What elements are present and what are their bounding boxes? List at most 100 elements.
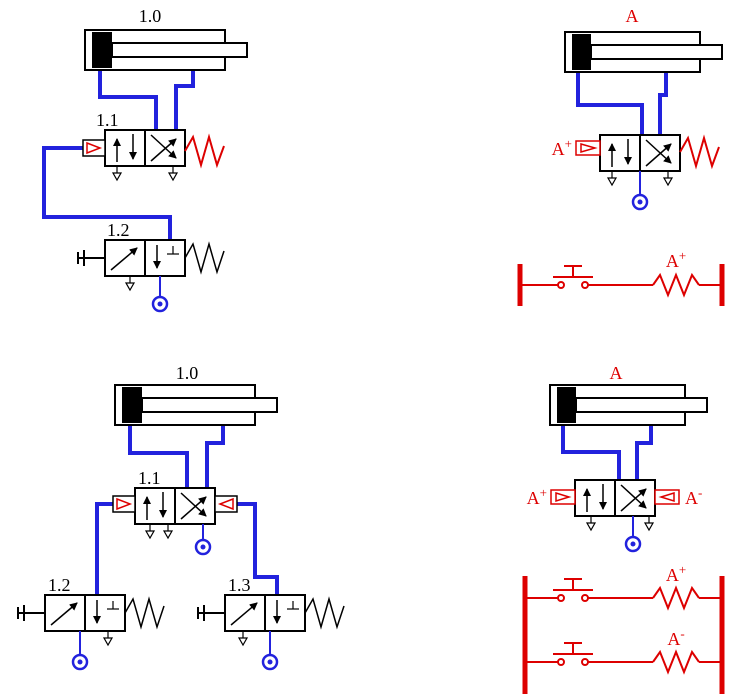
- flow-arrow: [180, 492, 207, 517]
- flow-arrow: [150, 138, 177, 162]
- solenoid-triangle-icon: [555, 491, 572, 503]
- flow-arrow: [645, 139, 672, 164]
- pneumatic-circuit-1: 1.0 1.1 1.2: [42, 6, 248, 313]
- solenoid-label-base: A: [527, 488, 540, 508]
- flow-arrow: [645, 143, 672, 167]
- flow-arrow: [150, 134, 177, 159]
- solenoid-label-base: A: [685, 488, 698, 508]
- cylinder-piston: [122, 387, 142, 423]
- exhaust-triangle-icon: [237, 637, 249, 647]
- solenoid-label-sup: +: [565, 136, 572, 151]
- piston-rod: [590, 44, 723, 60]
- exhaust-triangle-icon: [606, 177, 618, 187]
- valve-box-right: [144, 239, 186, 277]
- flow-arrow: [180, 496, 207, 520]
- tube-cylinder-right: [635, 425, 653, 480]
- flow-arrow: [110, 247, 138, 271]
- exhaust-triangle-icon: [585, 522, 597, 532]
- rung-a-minus: A-: [525, 626, 722, 675]
- exhaust-triangle-icon: [167, 172, 179, 182]
- piston-rod: [575, 397, 708, 413]
- cylinder-label: A: [610, 363, 623, 383]
- cylinder-piston: [92, 32, 112, 68]
- electro-pneumatic-circuit-2: A A+ A- A+: [522, 363, 725, 694]
- cylinder: [114, 384, 278, 426]
- pilot-triangle-icon: [116, 497, 133, 511]
- cylinder-label: 1.0: [139, 6, 162, 26]
- contact-terminal: [581, 594, 589, 602]
- double-solenoid-valve: [550, 479, 680, 553]
- return-spring: [124, 596, 165, 630]
- ladder-diagram: A+ A-: [522, 562, 725, 694]
- cylinder-piston: [557, 387, 576, 423]
- tube-cylinder-right: [174, 70, 195, 130]
- pressure-source-dot: [637, 199, 643, 205]
- tube-cylinder-right: [658, 72, 668, 135]
- solenoid-valve: [575, 134, 720, 211]
- pressure-source-dot: [267, 659, 273, 665]
- signal-tube: [42, 146, 172, 240]
- tube-cylinder-left: [561, 425, 621, 480]
- exhaust-triangle-icon: [124, 282, 136, 292]
- ladder-diagram: A+: [517, 248, 725, 306]
- coil-label: A+: [666, 562, 686, 585]
- valve-label: 1.3: [228, 575, 251, 595]
- coil-label: A-: [667, 626, 684, 649]
- flow-arrow: [620, 488, 647, 512]
- piston-rod: [111, 42, 248, 58]
- tube-cylinder-left: [98, 70, 158, 130]
- solenoid-triangle-icon: [658, 491, 675, 503]
- pressure-source-dot: [157, 301, 163, 307]
- tube-cylinder-left: [128, 425, 189, 488]
- valve-label: 1.2: [48, 575, 71, 595]
- valve-box-left: [599, 134, 641, 172]
- solenoid-label-sup: -: [698, 485, 702, 500]
- coil-label-sup: +: [679, 562, 686, 577]
- cylinder: [564, 31, 723, 73]
- pushbutton-valve-left: [17, 594, 165, 671]
- pressure-source-dot: [630, 541, 636, 547]
- contact-terminal: [557, 594, 565, 602]
- solenoid-label-base: A: [552, 139, 565, 159]
- valve-box-right: [264, 594, 306, 632]
- solenoid-coil: [652, 585, 700, 611]
- coil-label-base: A: [666, 565, 679, 585]
- contact-terminal: [557, 281, 565, 289]
- exhaust-triangle-icon: [162, 530, 174, 540]
- cylinder: [84, 29, 248, 71]
- coil-label-base: A: [667, 629, 680, 649]
- valve-box-left: [134, 487, 176, 525]
- tube-cylinder-right: [205, 425, 225, 488]
- pushbutton-valve: [77, 239, 225, 313]
- valve-box-right: [84, 594, 126, 632]
- return-spring: [304, 596, 345, 630]
- signal-tube-right: [237, 502, 279, 595]
- coil-label-base: A: [666, 251, 679, 271]
- coil-label: A+: [666, 248, 686, 271]
- electro-pneumatic-circuit-1: A A+ A+: [517, 6, 725, 306]
- solenoid-label: A+: [552, 136, 572, 159]
- valve-box-left: [574, 479, 616, 517]
- exhaust-triangle-icon: [643, 522, 655, 532]
- solenoid-label-plus: A+: [527, 485, 547, 508]
- cylinder-piston: [572, 34, 591, 70]
- valve-label: 1.1: [96, 110, 119, 130]
- valve-label: 1.1: [138, 468, 161, 488]
- pilot-triangle-icon: [86, 141, 103, 155]
- piston-rod: [141, 397, 278, 413]
- solenoid-triangle-icon: [580, 143, 598, 153]
- exhaust-triangle-icon: [144, 530, 156, 540]
- coil-label-sup: +: [679, 248, 686, 263]
- flow-arrow: [230, 602, 258, 626]
- return-spring: [184, 241, 225, 275]
- flow-arrow: [620, 484, 647, 509]
- solenoid-label-minus: A-: [685, 485, 702, 508]
- return-spring: [679, 134, 720, 170]
- contact-terminal: [557, 658, 565, 666]
- pressure-source-dot: [77, 659, 83, 665]
- signal-tube-left: [95, 502, 113, 595]
- main-valve: [82, 129, 225, 182]
- solenoid-coil: [652, 272, 700, 298]
